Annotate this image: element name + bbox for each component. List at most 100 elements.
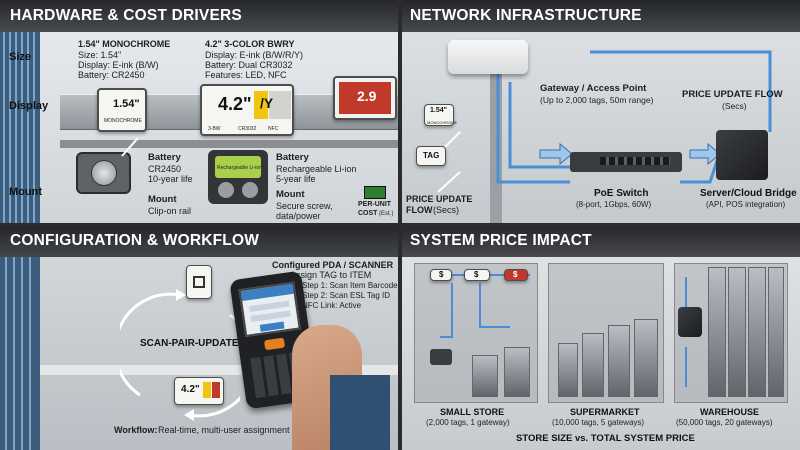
- tag2-display: Display: E-ink (B/W/R/Y): [205, 50, 304, 60]
- impact-panel: SYSTEM PRICE IMPACT $ $ $ SMALL STORE (2…: [400, 225, 800, 450]
- poe-switch[interactable]: [570, 152, 682, 172]
- flow-left-title2: FLOW: [406, 205, 433, 215]
- network-title: NETWORK INFRASTRUCTURE: [410, 7, 642, 24]
- config-title-bar: CONFIGURATION & WORKFLOW: [0, 225, 400, 257]
- hardware-panel: HARDWARE & COST DRIVERS Size Display Mou…: [0, 0, 400, 225]
- config-panel: CONFIGURATION & WORKFLOW SCAN-PAIR-UPDAT…: [0, 225, 400, 450]
- cable-bundle: [0, 32, 40, 225]
- tag1-screen-size: 1.54": [113, 98, 140, 110]
- tag3-red-screen: [339, 82, 391, 114]
- tag2-battery-title: Battery: [276, 152, 309, 163]
- config-cable-bundle: [0, 257, 40, 450]
- tag1-battery-line1: CR2450: [148, 164, 182, 174]
- tag1-battery-title: Battery: [148, 152, 181, 163]
- pda-title: Configured PDA / SCANNER: [272, 260, 394, 270]
- small-store-rack-1: [472, 355, 498, 397]
- tag-label: TAG: [423, 151, 440, 160]
- server-title: Server/Cloud Bridge: [700, 188, 797, 199]
- server-sub: (API, POS integration): [706, 200, 786, 209]
- esl-tag-monochrome[interactable]: 1.54" MONOCHROME: [97, 88, 147, 132]
- supermarket-title: SUPERMARKET: [570, 407, 640, 417]
- warehouse-rack-2: [728, 267, 746, 397]
- tag1-battery-line2: 10-year life: [148, 174, 193, 184]
- network-tag-mini[interactable]: 1.54" MONOCHROME: [424, 104, 458, 126]
- assign-text: Assign TAG to ITEM: [290, 270, 372, 280]
- warehouse-rack-4: [768, 267, 784, 397]
- workflow-text: Real-time, multi-user assignment: [158, 425, 290, 435]
- network-tag[interactable]: TAG: [416, 146, 446, 166]
- impact-tag-value-3: $: [513, 270, 518, 279]
- tag2-screen-label-2: CR3032: [238, 126, 257, 132]
- tag2-battery: Battery: Dual CR3032: [205, 60, 293, 70]
- tag1-mount-line1: Clip-on rail: [148, 206, 192, 216]
- shelf-ledge: [60, 140, 400, 148]
- flow-right-sub: (Secs): [722, 101, 747, 111]
- hardware-title-bar: HARDWARE & COST DRIVERS: [0, 0, 400, 32]
- step-2: Step 2: Scan ESL Tag ID: [302, 291, 391, 300]
- supermarket-rack-4: [634, 319, 658, 397]
- step-3: NFC Link: Active: [302, 301, 362, 310]
- tag1-size: Size: 1.54": [78, 50, 122, 60]
- impact-title: SYSTEM PRICE IMPACT: [410, 232, 592, 249]
- sleeve: [330, 375, 390, 450]
- mini-tag-label: MONOCHROME: [427, 120, 458, 125]
- workflow-title: Workflow:: [114, 425, 158, 435]
- cost-line1: PER-UNIT: [358, 201, 392, 208]
- warehouse-title: WAREHOUSE: [700, 407, 760, 417]
- network-title-bar: NETWORK INFRASTRUCTURE: [400, 0, 800, 32]
- tag1-heading: 1.54" MONOCHROME: [78, 39, 171, 49]
- flow-left-title: PRICE UPDATE: [406, 194, 473, 204]
- flow-left-sub: (Secs): [433, 205, 460, 215]
- tag2-screen-yellow: /Y: [260, 95, 274, 111]
- impact-tag-value-2: $: [474, 270, 479, 279]
- tag2-mount-line2: data/power: [276, 211, 321, 221]
- tag2-gray-block: [269, 91, 291, 119]
- tag2-screen-label-1: 3-BW: [208, 126, 221, 132]
- tag1-arrow: [121, 137, 139, 157]
- mini-tag-size: 1.54": [430, 107, 447, 114]
- cost-line2: COST: [358, 210, 378, 217]
- money-icon: [364, 186, 386, 199]
- workflow-loop-arrows: [120, 289, 240, 421]
- pda-scan-button[interactable]: [263, 337, 286, 351]
- horizontal-divider: [0, 223, 800, 227]
- tag1-mount-title: Mount: [148, 194, 177, 205]
- hardware-title: HARDWARE & COST DRIVERS: [10, 7, 242, 24]
- tag1-screen-label: MONOCHROME: [104, 118, 142, 124]
- supermarket-rack-2: [582, 333, 604, 397]
- network-panel: NETWORK INFRASTRUCTURE Gateway / Access …: [400, 0, 800, 225]
- warehouse-server: [678, 307, 702, 337]
- small-store-sub: (2,000 tags, 1 gateway): [426, 418, 510, 427]
- tag2-features: Features: LED, NFC: [205, 70, 287, 80]
- step-1: Step 1: Scan Item Barcode: [302, 281, 398, 290]
- esl-tag-red[interactable]: 2.9: [333, 76, 397, 120]
- tag2-yellow-block: [254, 91, 268, 119]
- tag2-heading: 4.2" 3-COLOR BWRY: [205, 39, 295, 49]
- impact-tag-value-1: $: [439, 270, 444, 279]
- impact-tag-1: $: [430, 269, 452, 281]
- server-cloud-bridge[interactable]: [716, 130, 768, 180]
- supermarket-rack-3: [608, 325, 630, 397]
- tag1-display: Display: E-ink (B/W): [78, 60, 159, 70]
- config-esl-tag[interactable]: 4.2": [174, 377, 224, 405]
- supermarket-sub: (10,000 tags, 5 gateways): [552, 418, 645, 427]
- loop-label: SCAN-PAIR-UPDATE: [140, 338, 239, 349]
- switch-sub: (8-port, 1Gbps, 60W): [576, 200, 652, 209]
- supermarket-rack-1: [558, 343, 578, 397]
- tag1-battery: Battery: CR2450: [78, 70, 145, 80]
- row-label-mount: Mount: [9, 186, 42, 198]
- tag2-mount-title: Mount: [276, 189, 305, 200]
- tag1-battery-compartment: [76, 152, 131, 194]
- tag2-pack-label: Rechargeable Li-ion: [217, 165, 262, 171]
- warehouse-rack-1: [708, 267, 726, 397]
- cost-suffix: (Est.): [379, 211, 394, 217]
- impact-tag-3: $: [504, 269, 528, 281]
- small-store-gateway: [430, 349, 452, 365]
- warehouse-rack-3: [748, 267, 766, 397]
- gateway-title: Gateway / Access Point: [540, 83, 647, 94]
- config-title: CONFIGURATION & WORKFLOW: [10, 232, 260, 249]
- small-store-rack-2: [504, 347, 530, 397]
- gateway-device[interactable]: [448, 40, 528, 74]
- esl-tag-3-color[interactable]: 4.2" /Y 3-BW CR3032 NFC: [200, 84, 294, 136]
- row-label-display: Display: [9, 100, 49, 112]
